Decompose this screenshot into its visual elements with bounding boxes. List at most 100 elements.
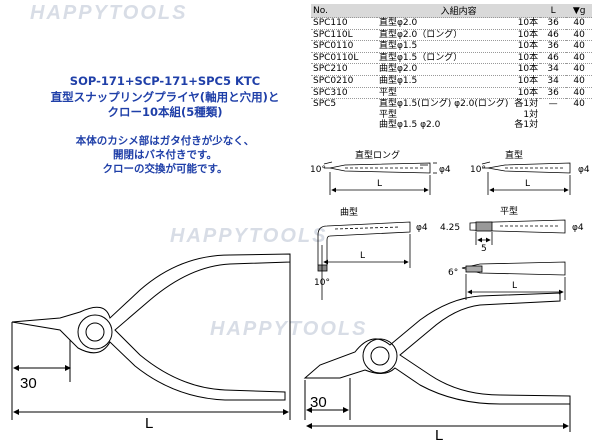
- header-no: No.: [311, 4, 377, 18]
- product-title-line3: クロー10本組(5種類): [107, 105, 223, 119]
- cell-no: SPC0210: [311, 74, 377, 88]
- plier-drawing-right: [303, 292, 571, 432]
- cell-weight: 40: [566, 98, 593, 131]
- claw-straight-angle: 10°: [470, 165, 486, 175]
- cell-no: SPC110L: [311, 28, 377, 41]
- cell-no: SPC210: [311, 63, 377, 76]
- cell-contents: 直型φ1.5 10本: [377, 40, 541, 53]
- claw-straight-dia: φ4: [578, 165, 590, 175]
- cell-weight: 40: [566, 86, 593, 99]
- plier-left-dim-30: 30: [20, 375, 37, 392]
- cell-no: SPC5: [311, 98, 377, 131]
- cell-contents: 直型φ2.0（ロング） 10本: [377, 28, 541, 41]
- cell-qty: 10本: [517, 29, 539, 40]
- cell-desc: 平型: [379, 87, 398, 98]
- claw-bent-dim: L: [360, 251, 365, 261]
- claw-straight-long-angle: 10°: [310, 165, 326, 175]
- cell-qty: 10本: [517, 75, 539, 86]
- cell-qty: 各1対: [514, 99, 539, 110]
- claw-straight-drawing: [481, 161, 571, 195]
- cell-desc: 曲型φ1.5: [379, 75, 418, 86]
- cell-length: 46: [540, 51, 567, 64]
- claw-flat-label: 平型: [500, 206, 518, 217]
- watermark-middle: HAPPYTOOLS: [170, 225, 328, 247]
- cell-desc: 曲型φ2.0: [379, 64, 418, 75]
- claw-straight-long-drawing: [323, 161, 437, 195]
- cell-qty: 10本: [517, 41, 539, 52]
- claw-bent-drawing: [317, 221, 411, 300]
- cell-qty: 10本: [517, 87, 539, 98]
- cell-qty: 10本: [517, 52, 539, 63]
- cell-desc: 平型: [379, 109, 398, 120]
- claw-flat-width: 4.25: [440, 223, 460, 233]
- cell-weight: 40: [566, 17, 593, 30]
- cell-weight: 40: [566, 63, 593, 76]
- claw-bent-angle: 10°: [314, 278, 330, 288]
- cell-weight: 40: [566, 28, 593, 41]
- header-length: L: [540, 4, 567, 18]
- spec-table-header: No. 入組内容 L ▼g: [311, 4, 593, 18]
- cell-length: 36: [540, 40, 567, 53]
- claw-flat-angle: 6°: [448, 268, 458, 278]
- claw-straight-long-dim: L: [377, 179, 382, 189]
- cell-length: 46: [540, 28, 567, 41]
- cell-contents: 曲型φ1.5 10本: [377, 74, 541, 88]
- claw-bent-dia: φ4: [416, 223, 428, 233]
- cell-qty: 各1対: [514, 120, 539, 131]
- cell-contents: 直型φ2.0 10本: [377, 17, 541, 30]
- watermark-bottom: HAPPYTOOLS: [210, 318, 368, 340]
- cell-desc: 直型φ1.5: [379, 41, 418, 52]
- cell-length: 34: [540, 74, 567, 88]
- cell-desc: 直型φ2.0: [379, 18, 418, 28]
- cell-desc: 曲型φ1.5 φ2.0: [379, 120, 441, 131]
- cell-length: 36: [540, 17, 567, 30]
- plier-right-dim-L: L: [435, 427, 443, 444]
- claw-straight-label: 直型: [505, 149, 523, 161]
- cell-desc: 直型φ1.5（ロング）: [379, 52, 463, 63]
- cell-length: 36: [540, 86, 567, 99]
- plier-left-dim-L: L: [145, 415, 153, 432]
- cell-contents: 曲型φ2.0 10本: [377, 63, 541, 76]
- description-line2: 開閉はバネ付きです。: [113, 149, 217, 161]
- claw-straight-long-dia: φ4: [439, 165, 451, 175]
- cell-contents: 直型φ1.5（ロング） 10本: [377, 51, 541, 64]
- watermark-top: HAPPYTOOLS: [30, 2, 188, 24]
- cell-qty: 1対: [523, 109, 539, 120]
- cell-no: SPC0110: [311, 40, 377, 53]
- claw-straight-dim: L: [525, 179, 530, 189]
- claw-flat-dia: φ4: [572, 223, 584, 233]
- cell-no: SPC310: [311, 86, 377, 99]
- description-line1: 本体のカシメ部はガタ付きが少なく、: [75, 135, 255, 147]
- cell-qty: 10本: [517, 18, 539, 28]
- cell-weight: 40: [566, 40, 593, 53]
- cell-no: SPC110: [311, 17, 377, 30]
- plier-right-dim-30: 30: [310, 394, 327, 411]
- cell-weight: 40: [566, 51, 593, 64]
- claw-flat-dim: L: [512, 281, 517, 291]
- cell-desc: 直型φ2.0（ロング）: [379, 29, 463, 40]
- plier-drawing-left: [11, 253, 291, 420]
- cell-weight: 40: [566, 74, 593, 88]
- product-title-line1: SOP-171+SCP-171+SPC5 KTC: [69, 74, 261, 88]
- cell-contents: 平型 10本: [377, 86, 541, 99]
- claw-flat-tip: 5: [481, 244, 487, 254]
- header-weight: ▼g: [566, 4, 593, 18]
- cell-length: 34: [540, 63, 567, 76]
- cell-desc: 直型φ1.5(ロング) φ2.0(ロング): [379, 99, 509, 110]
- claw-straight-long-label: 直型ロング: [355, 149, 400, 161]
- product-title-line2: 直型スナップリングプライヤ(軸用と穴用)と: [50, 90, 280, 104]
- claw-bent-label: 曲型: [340, 207, 358, 218]
- description-line3: クローの交換が可能です。: [102, 163, 228, 175]
- cell-qty: 10本: [517, 64, 539, 75]
